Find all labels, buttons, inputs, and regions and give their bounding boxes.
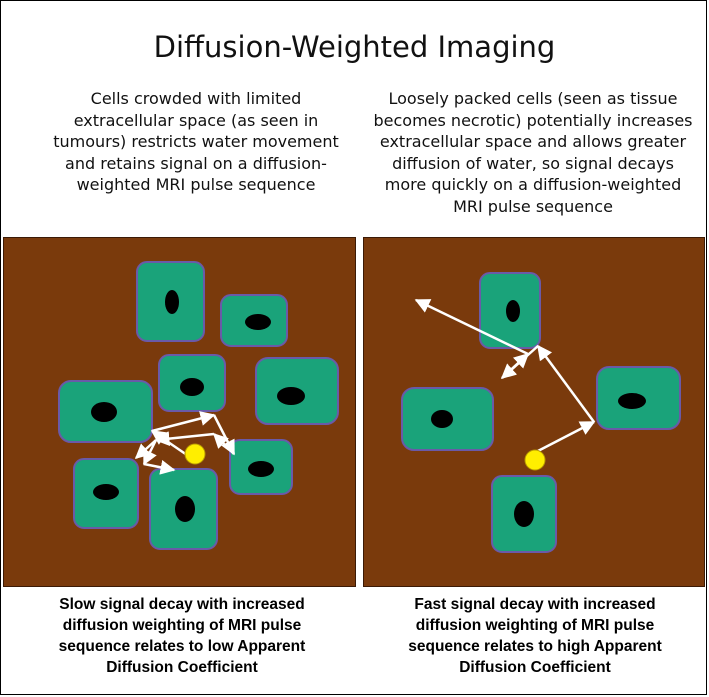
water-molecule xyxy=(525,450,545,470)
left-panel-restricted-diffusion xyxy=(3,237,356,587)
cell xyxy=(597,367,680,429)
cell xyxy=(492,476,556,552)
cell xyxy=(159,355,225,411)
cell xyxy=(480,273,540,348)
right-caption: Fast signal decay with increased diffusi… xyxy=(366,594,704,678)
left-panel-illustration xyxy=(4,238,357,588)
left-caption: Slow signal decay with increased diffusi… xyxy=(14,594,350,678)
cell xyxy=(221,295,287,346)
left-description: Cells crowded with limited extracellular… xyxy=(36,88,356,196)
cell xyxy=(59,381,152,442)
cell xyxy=(402,388,493,450)
cell xyxy=(137,262,204,341)
page-title: Diffusion-Weighted Imaging xyxy=(0,30,709,64)
right-description: Loosely packed cells (seen as tissue bec… xyxy=(361,88,705,217)
cell xyxy=(230,440,292,494)
cell xyxy=(256,358,338,424)
water-molecule xyxy=(185,444,205,464)
right-panel-free-diffusion xyxy=(363,237,705,587)
cell xyxy=(150,469,217,549)
cell xyxy=(74,459,138,528)
right-panel-illustration xyxy=(364,238,706,588)
